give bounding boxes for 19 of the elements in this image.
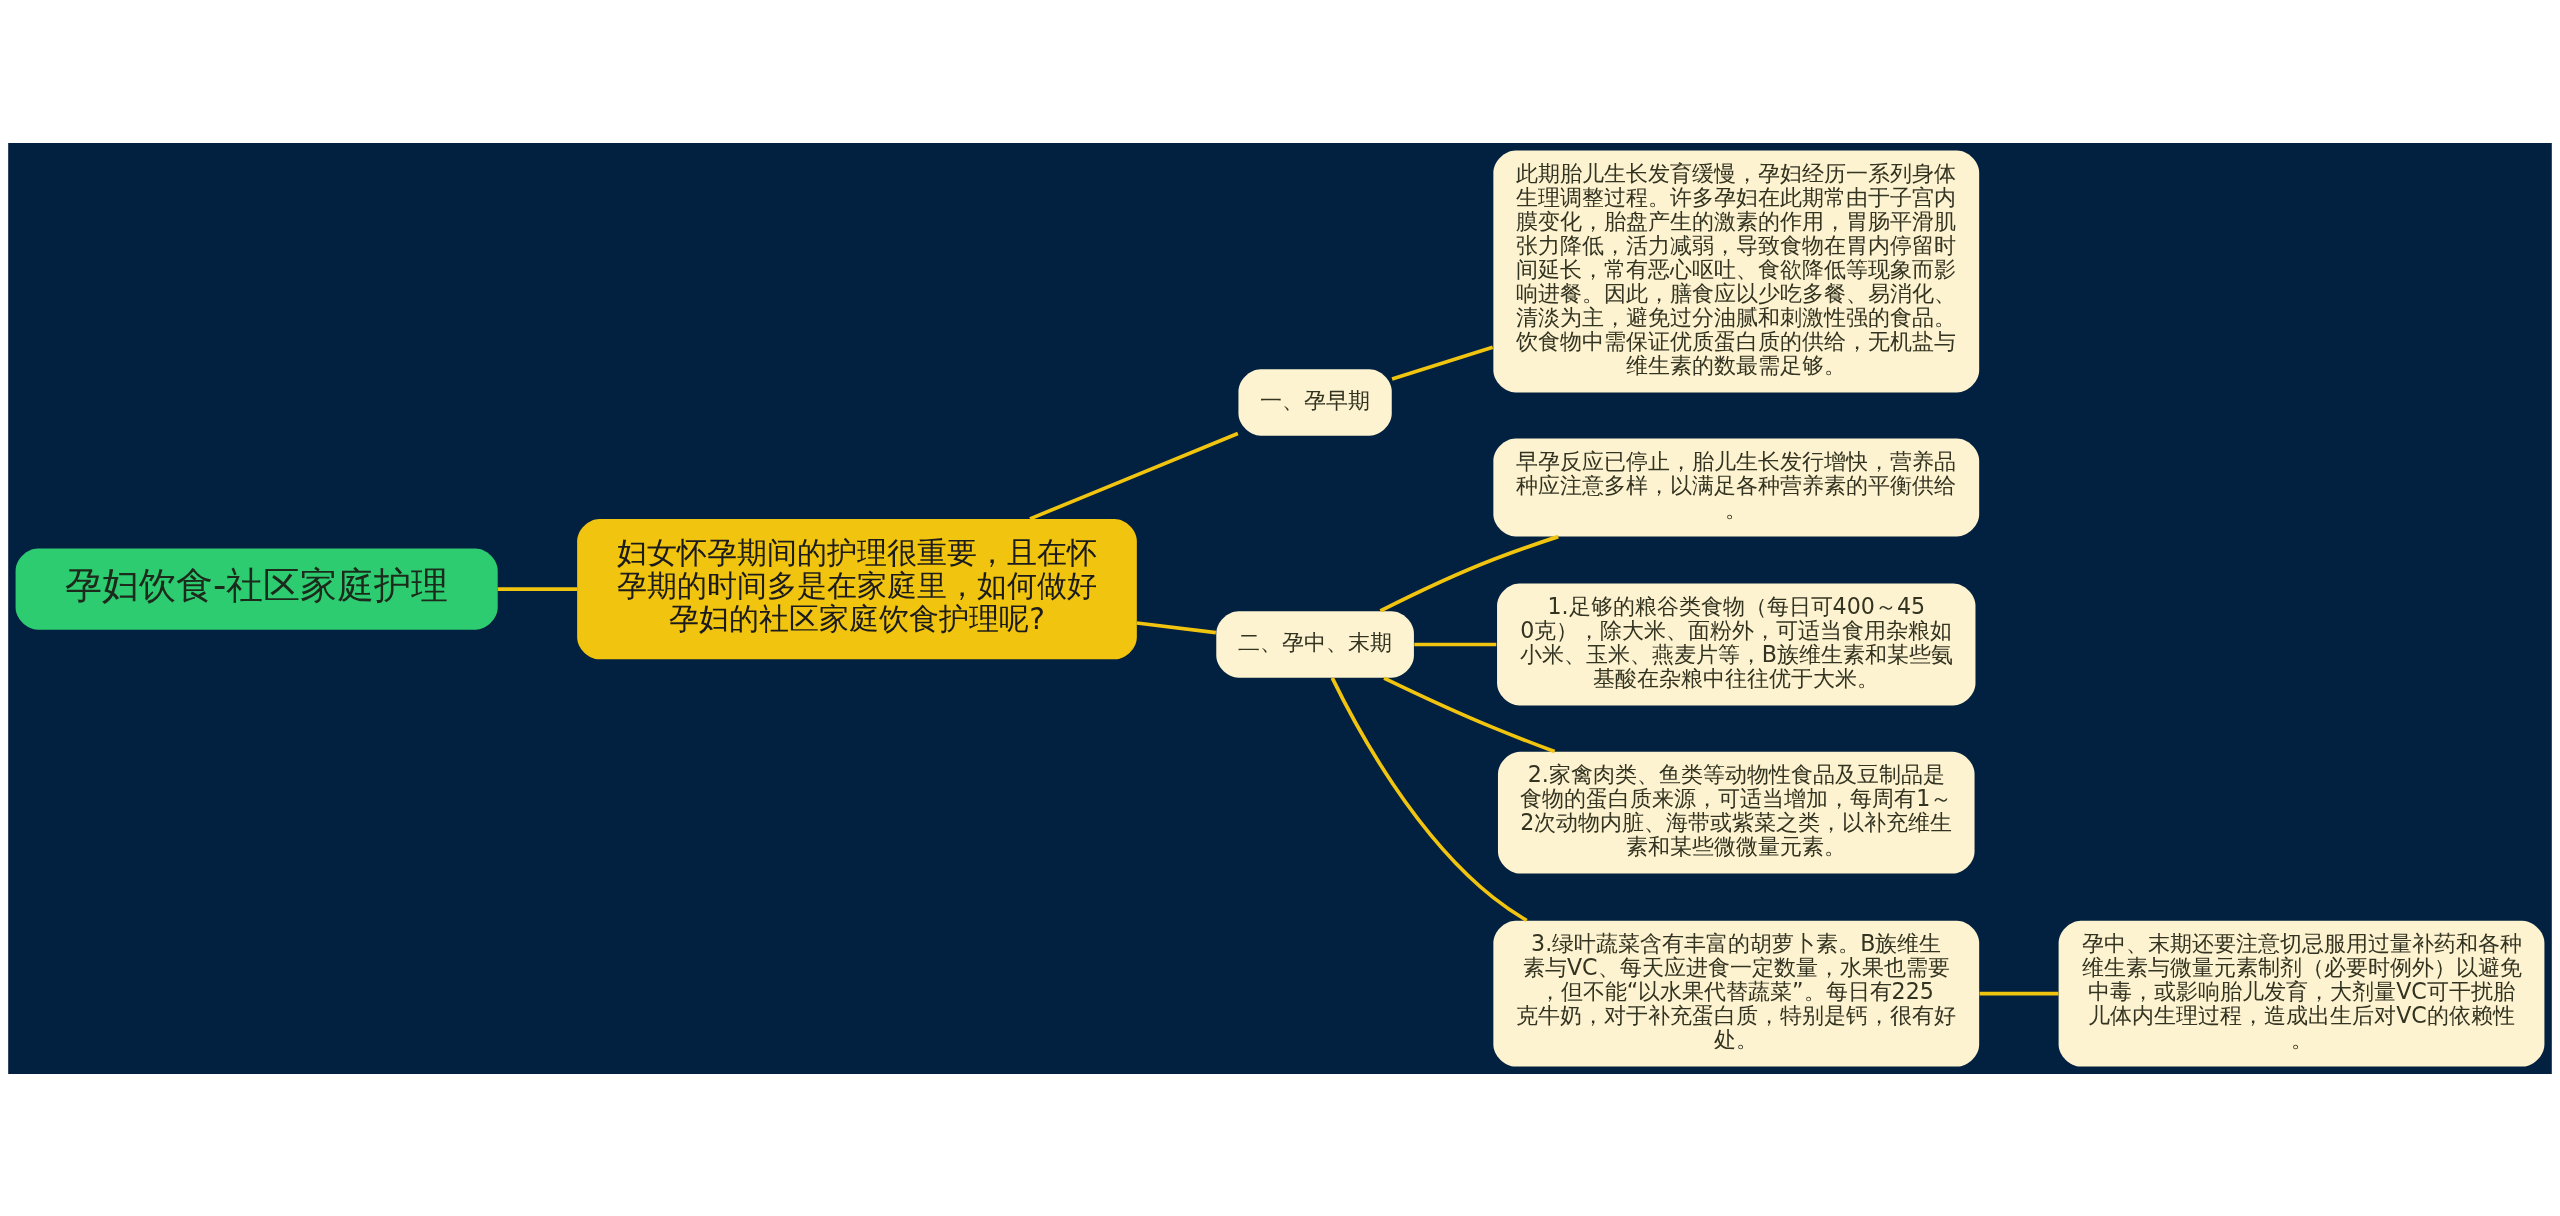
connector xyxy=(497,586,578,591)
connector xyxy=(1391,345,1494,381)
connector xyxy=(1979,991,2059,995)
node-box: 孕中、末期还要注意切忌服用过量补药和各种维生素与微量元素制剂（必要时例外）以避免中毒，或影响胎儿发育，大剂量VC可干扰胎儿体内生理过程，造成出生后对VC的依赖性。 xyxy=(2058,920,2545,1067)
connector xyxy=(1136,620,1217,634)
connector xyxy=(1383,675,1556,753)
node-box: 一、孕早期 xyxy=(1238,368,1392,436)
connector xyxy=(1330,676,1528,922)
node-box: 1.足够的粮谷类食物（每日可400～450克），除大米、面粉外，可适当食用杂粮如小米、玉米、燕麦片等，B族维生素和某些氨基酸在杂粮中往往优于大米。 xyxy=(1497,583,1976,705)
node-box: 2.家禽肉类、鱼类等动物性食品及豆制品是食物的蛋白质来源，可适当增加，每周有1～2次动物内脏、海带或紫菜之类，以补充维生素和某些微微量元素。 xyxy=(1497,751,1975,874)
connector xyxy=(1029,431,1239,521)
node-box: 二、孕中、末期 xyxy=(1216,610,1414,678)
node-box: 孕妇饮食-社区家庭护理 xyxy=(15,547,498,630)
node-box: 早孕反应已停止，胎儿生长发行增快，营养品种应注意多样，以满足各种营养素的平衡供给。 xyxy=(1493,438,1980,536)
node-box: 妇女怀孕期间的护理很重要，且在怀孕期的时间多是在家庭里，如何做好孕妇的社区家庭饮食护理呢? xyxy=(577,518,1137,659)
connector xyxy=(1414,642,1497,646)
node-box: 3.绿叶蔬菜含有丰富的胡萝卜素。B族维生素与VC、每天应进食一定数量，水果也需要，但不能“以水果代替蔬菜”。每日有225克牛奶，对于补充蛋白质，特别是钙，很有好处。 xyxy=(1493,920,1980,1067)
connector xyxy=(1379,534,1559,613)
node-box: 此期胎儿生长发育缓慢，孕妇经历一系列身体生理调整过程。许多孕妇在此期常由于子宫内膜变化，胎盘产生的激素的作用，胃肠平滑肌张力降低，活力减弱，导致食物在胃内停留时间延长，常有恶心呕吐、食欲降低等现象而影响进餐。因此，膳食应以少吃多餐、易消化、清淡为主，避免过分油腻和刺激性强的食品。饮食物中需保证优质蛋白质的供给，无机盐与维生素的数最需足够。 xyxy=(1493,149,1980,392)
